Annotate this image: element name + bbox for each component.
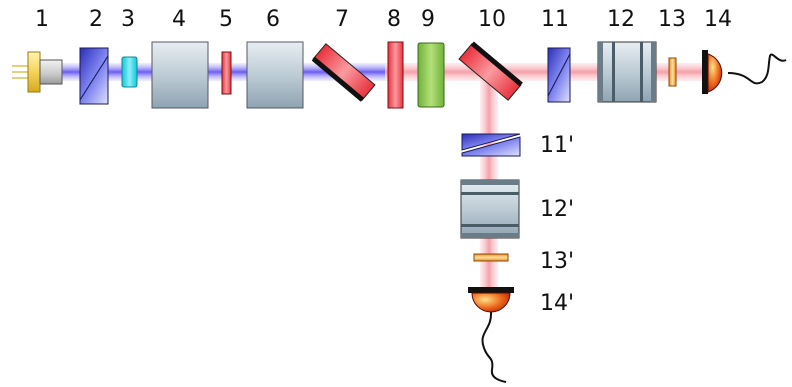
lens-block-4	[151, 41, 209, 109]
red-plate-5	[221, 51, 232, 95]
beam-splitter-10	[458, 41, 523, 101]
label-7: 7	[335, 7, 349, 32]
orange-filter-13-prime	[473, 253, 509, 262]
prism-11	[547, 47, 571, 103]
label-11-prime: 11'	[540, 133, 574, 158]
label-13-prime: 13'	[540, 249, 574, 274]
label-4: 4	[172, 7, 186, 32]
label-14: 14	[704, 7, 732, 32]
lens-block-6	[246, 41, 304, 109]
label-10: 10	[478, 7, 506, 32]
photodetector-14	[702, 50, 787, 94]
label-6: 6	[266, 7, 280, 32]
label-5: 5	[219, 7, 233, 32]
red-plate-8	[387, 41, 404, 109]
label-9: 9	[421, 7, 435, 32]
green-crystal	[417, 42, 445, 108]
prism-11-prime	[461, 133, 521, 157]
lens-group-12	[597, 41, 657, 103]
dichroic-mirror-7	[311, 43, 376, 102]
lens-group-12-prime	[460, 179, 520, 239]
cyan-filter	[121, 56, 138, 88]
label-1: 1	[35, 7, 49, 32]
orange-filter-13	[668, 57, 677, 87]
label-11: 11	[541, 7, 569, 32]
laser-diode	[12, 51, 63, 93]
prism-polarizer-2	[79, 47, 109, 105]
label-14-prime: 14'	[540, 291, 574, 316]
label-3: 3	[121, 7, 135, 32]
label-8: 8	[387, 7, 401, 32]
label-2: 2	[89, 7, 103, 32]
photodetector-14-prime	[468, 287, 514, 383]
label-12-prime: 12'	[540, 197, 574, 222]
label-12: 12	[607, 7, 635, 32]
label-13: 13	[658, 7, 686, 32]
